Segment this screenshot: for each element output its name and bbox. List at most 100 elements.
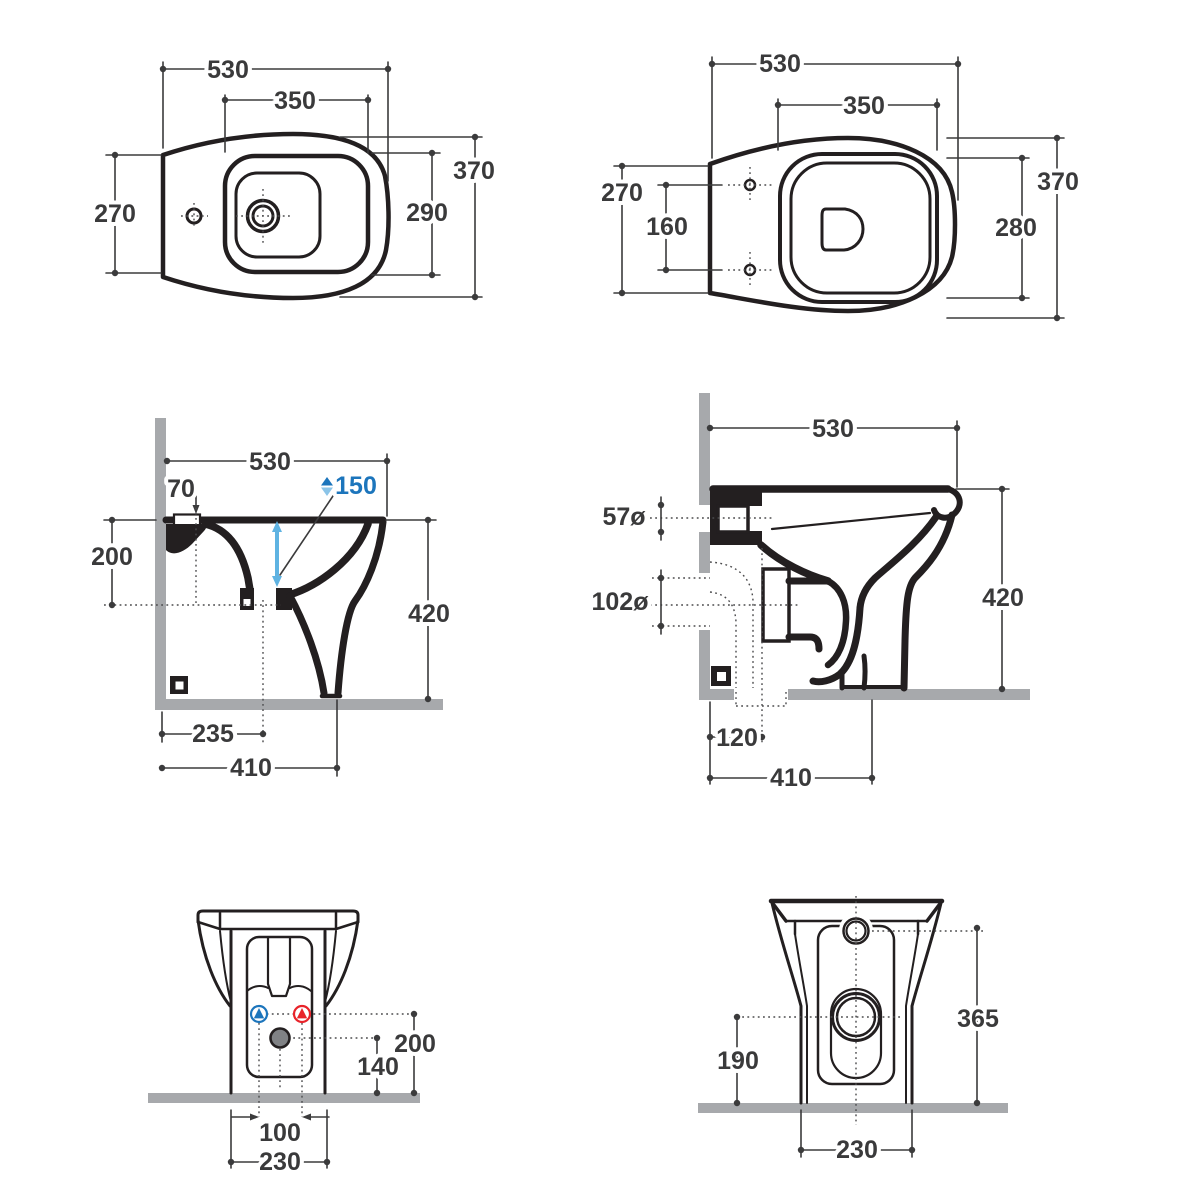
dimension-lines [660, 420, 1010, 785]
dim-label: 230 [836, 1136, 878, 1164]
dim-label: 140 [357, 1053, 399, 1081]
dim-label: 280 [995, 214, 1037, 242]
dim-label: 420 [982, 584, 1024, 612]
dim-label: 290 [406, 199, 448, 227]
bowl-back-wall [201, 520, 254, 594]
water-level-arrow-tip [272, 576, 282, 587]
toilet-outline [707, 135, 958, 314]
rim-band-bottom [196, 920, 360, 931]
wing-outer [196, 918, 360, 1008]
dim-label: 160 [646, 213, 688, 241]
dim-label: 530 [207, 56, 249, 84]
inlet-mass [710, 531, 762, 545]
dimension-lines [105, 61, 483, 298]
wing-inner [219, 930, 337, 1003]
water-line [770, 511, 932, 531]
floor-outlet-gap [734, 689, 788, 700]
toilet-top-view: 530 350 370 280 270 160 [597, 46, 1083, 322]
dim-label: 200 [91, 543, 133, 571]
outer-shell [334, 518, 387, 697]
back-ledge [166, 524, 207, 554]
rim-curl [931, 486, 963, 521]
cold-water-triangle-icon [253, 1008, 265, 1019]
rim-notches [218, 911, 338, 931]
dim-label: 530 [759, 50, 801, 78]
molded-line [246, 985, 312, 992]
dim-label: 100 [259, 1119, 301, 1147]
toilet-back-view: 365 190 230 [698, 896, 1008, 1168]
dimension-dots [108, 457, 432, 772]
inlet-spigot [716, 504, 750, 534]
floor [148, 1093, 420, 1103]
rim-notches [793, 919, 920, 936]
dim-label: 190 [717, 1047, 759, 1075]
flush-hole [820, 207, 865, 252]
drain-slot [243, 599, 251, 606]
dim-label: 230 [259, 1148, 301, 1176]
water-level-arrow-tip [272, 521, 282, 532]
center-lines [737, 896, 984, 1125]
dim-label: 410 [230, 754, 272, 782]
wall-gap [699, 573, 710, 630]
water-level-icon-down [321, 487, 333, 496]
body-outer [770, 901, 943, 1105]
dimension-dots [657, 424, 1006, 782]
floor [155, 699, 443, 710]
center-lines [104, 492, 281, 744]
outer-shell [900, 511, 956, 692]
water-level-icon-up [321, 477, 333, 486]
inlet-hole-inner [845, 920, 867, 942]
rim-band [196, 909, 360, 924]
tap-hole [185, 207, 203, 225]
seat-inner [789, 161, 932, 295]
pedestal-panel [245, 935, 314, 1079]
bidet-back-view: 200 140 100 230 [148, 909, 440, 1180]
dim-label: 420 [408, 600, 450, 628]
wall [699, 393, 710, 700]
toilet-side-section: 530 57ø 102ø 420 120 410 [588, 393, 1030, 796]
dim-label: 350 [843, 92, 885, 120]
dim-label: 410 [770, 764, 812, 792]
wall-gap [699, 505, 710, 532]
trap-weir [824, 577, 850, 669]
pedestal-sides [229, 929, 327, 1095]
dim-label: 530 [812, 415, 854, 443]
leader-line [279, 495, 334, 576]
bowl-front-wall [856, 513, 940, 612]
dim-label: 57ø [602, 503, 646, 531]
dimension-dots [111, 65, 479, 301]
dimension-lines [103, 453, 437, 777]
arrowhead [250, 1113, 259, 1121]
bidet-top-view: 530 350 370 290 270 [90, 52, 499, 301]
fixing-tick-arrow [192, 505, 200, 514]
dimension-dots [733, 924, 981, 1154]
center-lines [251, 1013, 414, 1117]
bowl-front-wall [285, 520, 372, 599]
wall [155, 418, 166, 710]
bidet-bowl [234, 171, 322, 259]
bidet-side-section: 530 70 150 200 420 235 410 [87, 418, 454, 786]
arrowhead [302, 1113, 311, 1121]
inlet-mass [710, 489, 762, 506]
dim-label: 270 [94, 200, 136, 228]
inlet-mass [710, 489, 719, 545]
seat-outer [778, 152, 939, 304]
bidet-rim [222, 153, 371, 275]
dim-label: 120 [716, 724, 758, 752]
body-inner [794, 933, 919, 1104]
dimension-lines [613, 56, 1065, 319]
floor [698, 1103, 1008, 1113]
dim-label: 365 [957, 1005, 999, 1033]
dimension-dots [227, 1010, 418, 1166]
waste-outlet [269, 1027, 291, 1049]
dim-label: 530 [249, 448, 291, 476]
dim-label: 350 [274, 87, 316, 115]
dimension-lines [230, 1013, 415, 1169]
floor [699, 689, 1030, 700]
outlet-bars [785, 577, 830, 653]
dimension-lines [736, 927, 978, 1158]
center-lines [728, 167, 772, 288]
center-lines [181, 203, 208, 229]
